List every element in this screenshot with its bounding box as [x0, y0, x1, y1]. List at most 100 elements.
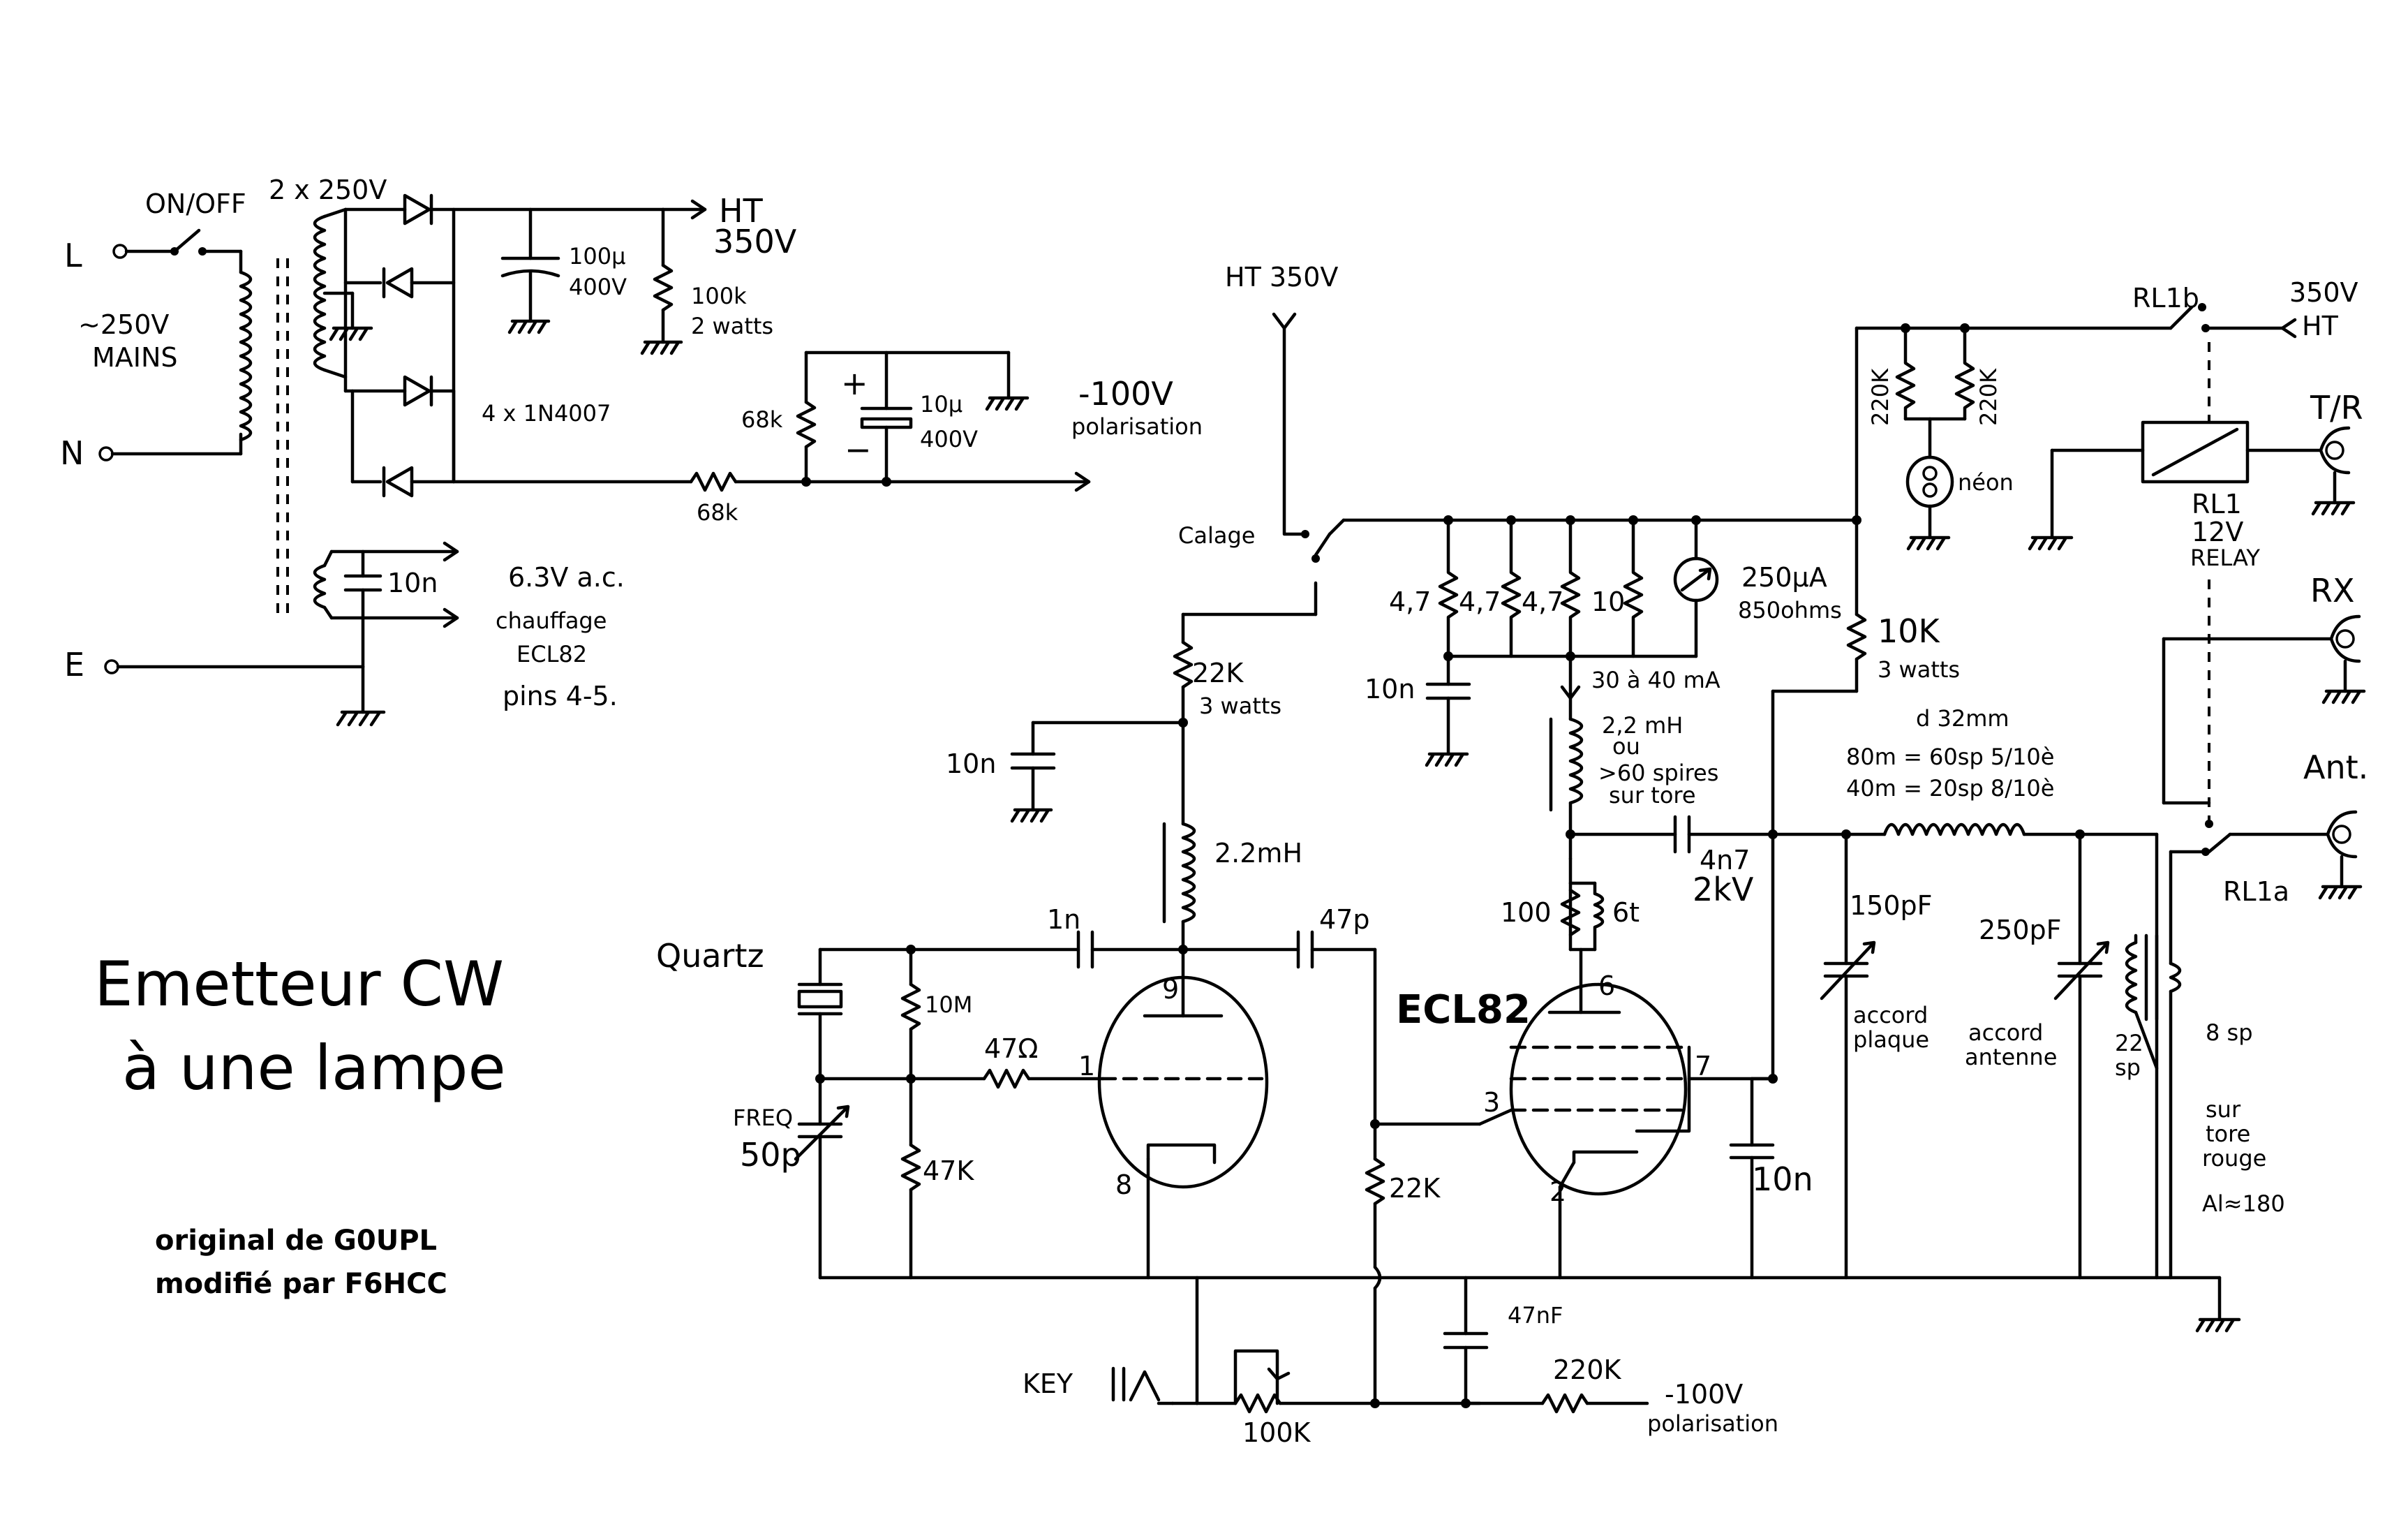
neon-resistor-1 — [1895, 326, 1916, 421]
freq-value: 50p — [740, 1136, 801, 1174]
grid-stopper-value: 47Ω — [984, 1033, 1038, 1064]
shunt-r1-value: 4,7 — [1389, 586, 1431, 617]
pa-choke-core: sur tore — [1609, 782, 1696, 808]
bias-bypass-value: 47nF — [1508, 1302, 1563, 1329]
ground-symbol — [640, 340, 683, 355]
screen-bypass-value: 10n — [1752, 1160, 1813, 1198]
quartz-label: Quartz — [656, 937, 764, 975]
rl1a-contact — [2207, 832, 2232, 854]
freq-label: FREQ — [733, 1105, 793, 1131]
osc-decoupling-value: 10n — [946, 748, 996, 779]
osc-anode-r-power: 3 watts — [1199, 693, 1281, 719]
toroid-core-4: Al≈180 — [2202, 1190, 2285, 1217]
bleeder-resistor — [653, 263, 674, 312]
ht-cap-voltage: 400V — [569, 274, 627, 300]
calage-label: Calage — [1178, 522, 1255, 549]
toroid-primary-turns: 22 — [2115, 1030, 2143, 1056]
relay-coil — [2141, 420, 2250, 484]
neon-label: néon — [1958, 469, 2014, 496]
osc-coupling-value: 1n — [1047, 904, 1080, 935]
meter-resistance: 850ohms — [1738, 597, 1842, 623]
pa-decoupling-value: 10n — [1365, 674, 1415, 704]
antenna-tuning-label1: accord — [1968, 1019, 2043, 1046]
pot-value: 100K — [1242, 1417, 1311, 1448]
mains-L-label: L — [64, 237, 82, 274]
parasitic-r-value: 100 — [1501, 897, 1552, 928]
toroid-primary — [2125, 940, 2138, 1014]
relay-voltage: 12V — [2192, 517, 2243, 547]
pa-pin2: 2 — [1549, 1176, 1566, 1207]
bias-potentiometer — [1233, 1393, 1282, 1414]
ht-input-arrow — [1272, 312, 1304, 536]
oscillator-anode-resistor — [1173, 640, 1194, 689]
antenna-connector — [2318, 810, 2363, 900]
bias-r-shunt-value: 68k — [741, 406, 783, 433]
heater-pins: pins 4-5. — [503, 681, 618, 711]
toroid-secondary — [2169, 961, 2182, 994]
ht-voltage: 350V — [713, 223, 797, 260]
heater-label: chauffage — [496, 607, 607, 634]
bias-output-label: polarisation — [1071, 413, 1203, 440]
terminal-N — [98, 446, 114, 461]
cathode-bias-resistor — [900, 1143, 921, 1192]
bias-cap-voltage: 400V — [920, 426, 978, 452]
ht-cap-value: 100µ — [569, 243, 625, 269]
tr-label: T/R — [2310, 389, 2363, 427]
ground-symbol — [1010, 808, 1053, 823]
antenna-tuning-value: 250pF — [1979, 915, 2062, 945]
bleeder-power: 2 watts — [691, 313, 773, 339]
antenna-label: Ant. — [2303, 748, 2368, 786]
antenna-tuning-label2: antenne — [1965, 1044, 2057, 1070]
transformer-primary — [239, 270, 253, 442]
shunt-r3-value: 4,7 — [1522, 586, 1563, 617]
pa-anode-choke — [1568, 717, 1584, 805]
rl1a-label: RL1a — [2223, 876, 2289, 907]
tank-coil-80m: 80m = 60sp 5/10è — [1846, 744, 2054, 770]
parasitic-resistor — [1560, 888, 1581, 937]
bias-cap-plus: + — [841, 364, 868, 402]
diode-bridge — [343, 193, 693, 498]
triode-section-tube — [1097, 975, 1269, 1280]
pa-choke-or: ou — [1612, 733, 1640, 760]
neon-lamp — [1905, 455, 1954, 508]
diagram-title-line2: à une lampe — [122, 1032, 506, 1104]
ht-label: HT — [719, 192, 764, 230]
grid-stopper-resistor — [982, 1068, 1031, 1089]
tank-coil-40m: 40m = 20sp 8/10è — [1846, 775, 2054, 802]
rx-connector — [2321, 614, 2366, 704]
tank-coil — [1882, 822, 2026, 836]
ht-input-arrow-right — [2280, 318, 2297, 339]
ground-symbol — [336, 710, 386, 727]
bias-feed-r-value: 220K — [1553, 1354, 1622, 1385]
osc-anode-choke — [1181, 822, 1196, 924]
toroid-primary-unit: sp — [2115, 1054, 2141, 1081]
osc-pin8: 8 — [1115, 1169, 1132, 1200]
credit-original: original de G0UPL — [155, 1225, 437, 1257]
ht-input-label: HT 350V — [1225, 262, 1338, 293]
ground-symbol — [329, 326, 373, 341]
ground-symbol — [985, 396, 1030, 411]
ground-symbol — [2028, 536, 2074, 551]
bias-input-voltage: -100V — [1665, 1379, 1743, 1410]
neon-r2-value: 220K — [1975, 368, 2002, 426]
diodes-label: 4 x 1N4007 — [482, 400, 611, 427]
meter-range: 250µA — [1741, 562, 1827, 593]
bias-r-series-value: 68k — [697, 499, 738, 526]
toroid-core-2: tore — [2206, 1121, 2250, 1147]
pa-grid-resistor — [1365, 1157, 1385, 1206]
toroid-secondary-turns: 8 sp — [2206, 1019, 2253, 1046]
heater-tube: ECL82 — [516, 641, 587, 667]
screen-r-value: 10K — [1878, 612, 1941, 650]
bias-output-voltage: -100V — [1078, 375, 1173, 413]
relay-type: RELAY — [2190, 545, 2260, 571]
heater-voltage: 6.3V a.c. — [508, 562, 625, 593]
screen-feed-resistor — [1846, 612, 1867, 661]
pa-choke-value: 2,2 mH — [1602, 712, 1683, 739]
osc-pin9: 9 — [1162, 974, 1179, 1005]
tank-section: d 32mm 80m = 60sp 5/10è 40m = 20sp 8/10è… — [1768, 705, 2285, 1280]
power-switch — [172, 228, 201, 253]
relay-name: RL1 — [2192, 489, 2242, 519]
bias-output-arrow — [1074, 471, 1091, 492]
bias-feed-resistor — [1540, 1393, 1589, 1414]
